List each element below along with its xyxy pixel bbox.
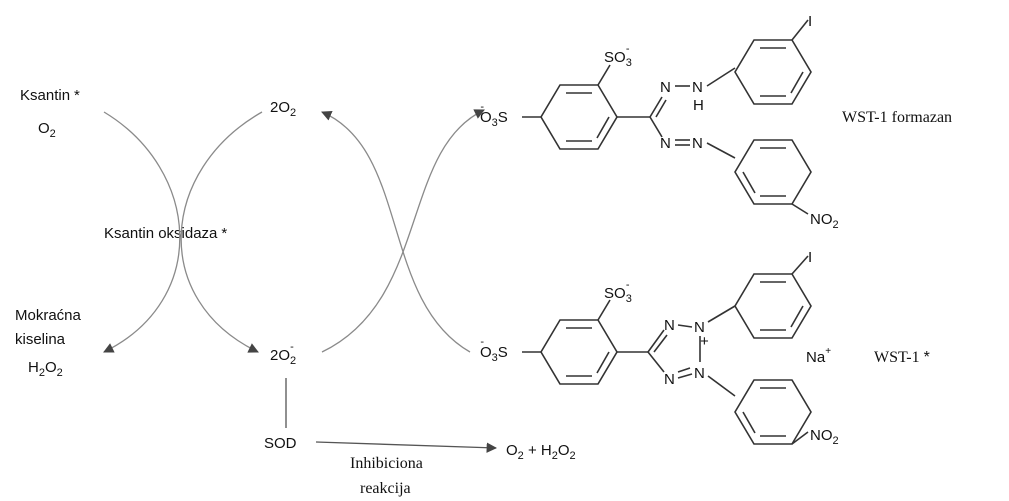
kiselina-label: kiselina [15,331,66,348]
ksantin-label: Ksantin* [20,87,80,104]
top-no2-label: NO2 [810,211,839,231]
bottom-plus: + [700,333,709,350]
top-n1: N [660,79,671,96]
top-n2: N [692,79,703,96]
top-so3-label: SO3- [604,43,632,69]
ksantin-oksidaza-label: Ksantin oksidaza* [104,225,227,242]
arc-wst1-to-o2 [321,110,471,353]
inhibition-line1: Inhibiciona [350,455,423,472]
top-n4: N [692,135,703,152]
wst1-formazan-label: WST-1 formazan [842,109,952,126]
wst1-label: WST-1* [874,349,930,366]
two-o2-bottom-label: 2O2- [270,341,296,367]
arc-superoxide-to-formazan [321,109,485,353]
bottom-n3: N [694,365,705,382]
sodium-label: Na+ [806,346,831,366]
inhibition-line2: reakcija [360,480,411,497]
wst1-structure: SO3- -O3S N N + N N I [480,249,839,447]
bottom-n2: N [694,319,705,336]
bottom-o3s-label: -O3S [480,336,508,364]
o2-h2o2-label: O2 + H2O2 [506,442,576,462]
two-o2-top-label: 2O2 [270,99,296,119]
wst1-formazan-structure: SO3- -O3S N N H N N I [480,13,839,231]
top-o3s-label: -O3S [480,101,508,129]
o2-left-label: O2 [38,120,56,140]
top-iodo-label: I [808,13,812,30]
arc-o2-to-superoxide [180,111,263,353]
mokracna-label: Mokraćna [15,307,82,324]
bottom-n1: N [664,317,675,334]
bottom-n4: N [664,371,675,388]
sod-to-products-arrow [315,441,498,453]
top-n3: N [660,135,671,152]
arc-ksantin-to-mokracna [103,111,181,353]
h2o2-left-label: H2O2 [28,359,63,379]
bottom-iodo-label: I [808,249,812,266]
bottom-so3-label: SO3- [604,279,632,305]
sod-label: SOD [264,435,297,452]
bottom-no2-label: NO2 [810,427,839,447]
top-h: H [693,97,704,114]
